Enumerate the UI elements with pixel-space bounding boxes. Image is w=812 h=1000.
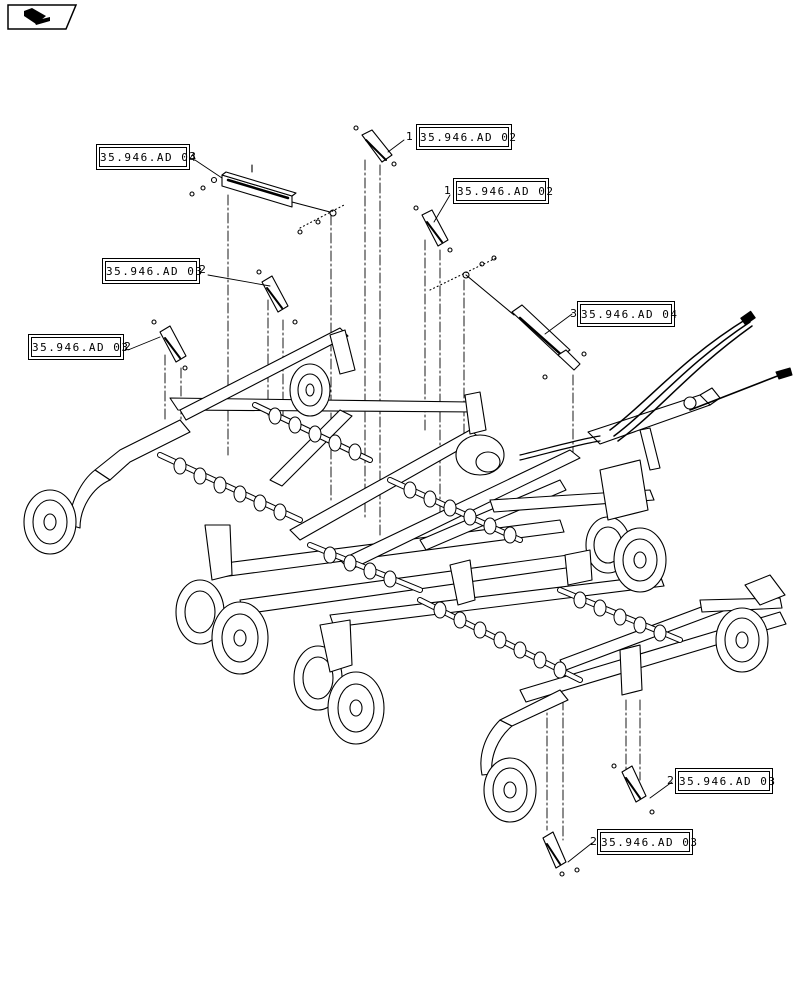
callout-number: 2	[124, 340, 131, 353]
callout-number: 2	[590, 835, 597, 848]
wheels	[23, 363, 769, 823]
callout-number: 1	[406, 130, 413, 143]
callout-number: 3	[570, 307, 577, 320]
main-frame	[69, 327, 787, 776]
book-pointer-icon[interactable]	[6, 4, 78, 30]
bracket-parts	[151, 125, 655, 877]
cylinder-right	[429, 255, 587, 380]
reference-link[interactable]: 35.946.AD 04	[96, 144, 196, 170]
cylinder-upper-left	[189, 164, 347, 235]
hitch-and-hoses	[519, 310, 793, 461]
callout-number: 3	[189, 150, 196, 163]
disc-gangs	[157, 402, 683, 683]
callout-number: 2	[199, 263, 206, 276]
callout-number: 2	[667, 774, 674, 787]
reference-link[interactable]: 35.946.AD 03	[675, 768, 775, 794]
reference-link[interactable]: 35.946.AD 04	[577, 301, 677, 327]
reference-link[interactable]: 35.946.AD 03	[28, 334, 128, 360]
callout-leaders	[127, 139, 673, 863]
reference-link[interactable]: 35.946.AD 02	[453, 178, 553, 204]
reference-link[interactable]: 35.946.AD 03	[102, 258, 202, 284]
wheel-mounts	[204, 329, 649, 696]
alignment-lines	[164, 159, 641, 841]
reference-link[interactable]: 35.946.AD 03	[597, 829, 697, 855]
reference-link[interactable]: 35.946.AD 02	[416, 124, 516, 150]
callout-number: 1	[444, 184, 451, 197]
